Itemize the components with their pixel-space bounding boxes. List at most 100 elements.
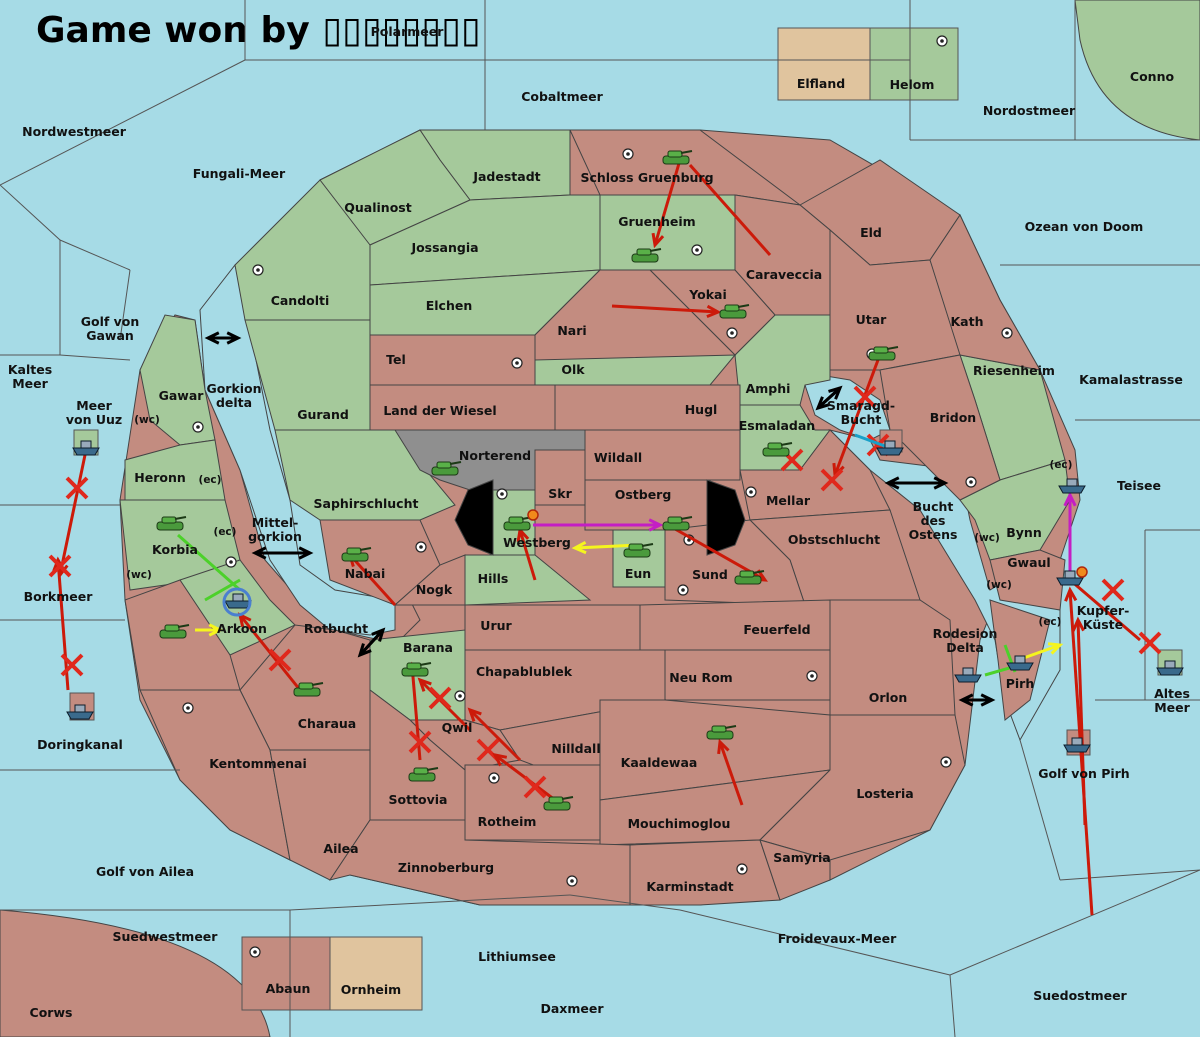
support-line bbox=[177, 533, 241, 592]
label-tel: Tel bbox=[386, 352, 406, 367]
label-riesenheim: Riesenheim bbox=[973, 363, 1055, 378]
label-line: gorkion bbox=[248, 529, 302, 544]
army-unit-icon bbox=[623, 543, 654, 558]
region-east-black bbox=[706, 479, 746, 556]
supply-center-icon bbox=[496, 488, 508, 500]
army-unit-icon bbox=[341, 547, 372, 562]
label-kentommenai: Kentommenai bbox=[209, 756, 307, 771]
label-westberg: Westberg bbox=[503, 535, 571, 550]
label-smaragd: Smaragd-Bucht bbox=[827, 398, 895, 427]
sea-border-30 bbox=[1019, 739, 1061, 881]
label-mittelgorkion: Mittel-gorkion bbox=[248, 515, 302, 544]
label-teisee: Teisee bbox=[1117, 478, 1161, 493]
fleet-unit-icon bbox=[1156, 660, 1184, 676]
label-elchen: Elchen bbox=[426, 298, 473, 313]
army-unit-icon bbox=[762, 442, 793, 457]
failed-order-mark bbox=[60, 653, 84, 677]
region-nogk bbox=[393, 554, 466, 606]
label-golfpirh: Golf von Pirh bbox=[1038, 766, 1129, 781]
army-unit-icon bbox=[293, 682, 324, 697]
label-orlon: Orlon bbox=[869, 690, 908, 705]
label-nabai: Nabai bbox=[345, 566, 386, 581]
fleet-unit-icon bbox=[72, 440, 100, 456]
label-line: Kaltes bbox=[8, 362, 52, 377]
fleet-unit-icon bbox=[1006, 655, 1034, 671]
label-caraveccia: Caraveccia bbox=[746, 267, 822, 282]
sea-border-19 bbox=[569, 894, 681, 911]
label-line: Rodesion bbox=[933, 626, 998, 641]
region-karminstadt bbox=[629, 839, 781, 906]
label-landwiesel: Land der Wiesel bbox=[383, 403, 496, 418]
label-line: Golf von bbox=[81, 314, 140, 329]
supply-center-icon bbox=[745, 486, 757, 498]
label-abaun: Abaun bbox=[266, 981, 311, 996]
failed-order-mark bbox=[523, 775, 547, 799]
army-unit-icon bbox=[662, 516, 693, 531]
game-title-text: Game won by bbox=[36, 10, 310, 51]
sea-border-18 bbox=[289, 894, 571, 911]
label-candolti: Candolti bbox=[271, 293, 330, 308]
label-line: des bbox=[921, 513, 946, 528]
label-pirh: Pirh bbox=[1006, 676, 1035, 691]
label-ec_korbia: (ec) bbox=[214, 526, 237, 538]
label-gurand: Gurand bbox=[297, 407, 349, 422]
region-helom bbox=[869, 27, 959, 101]
supply-center-icon bbox=[566, 875, 578, 887]
label-olk: Olk bbox=[561, 362, 585, 377]
region-corws bbox=[0, 909, 271, 1037]
label-kath: Kath bbox=[951, 314, 984, 329]
label-froidevaux: Froidevaux-Meer bbox=[778, 931, 897, 946]
label-zinnoberburg: Zinnoberburg bbox=[398, 860, 494, 875]
move-arrow bbox=[717, 738, 744, 806]
supply-center-icon bbox=[488, 772, 500, 784]
label-hills: Hills bbox=[478, 571, 509, 586]
supply-center-icon bbox=[965, 476, 977, 488]
dislodged-marker bbox=[222, 587, 252, 617]
label-golfailea: Golf von Ailea bbox=[96, 864, 194, 879]
label-urur: Urur bbox=[480, 618, 512, 633]
supply-center-icon bbox=[677, 584, 689, 596]
label-jossangia: Jossangia bbox=[410, 240, 478, 255]
label-line: Altes bbox=[1154, 686, 1190, 701]
label-jadestadt: Jadestadt bbox=[472, 169, 540, 184]
failed-order-mark bbox=[65, 476, 89, 500]
failed-order-mark bbox=[268, 648, 292, 672]
label-qwil: Qwil bbox=[442, 720, 473, 735]
region-candolti bbox=[234, 179, 371, 321]
army-unit-icon bbox=[719, 304, 750, 319]
label-feuerfeld: Feuerfeld bbox=[743, 622, 810, 637]
supply-center-icon bbox=[1001, 327, 1013, 339]
region-heronn bbox=[124, 439, 226, 501]
army-unit-icon bbox=[503, 516, 534, 531]
label-mouchi: Mouchimoglou bbox=[628, 816, 731, 831]
support-arrow bbox=[195, 623, 224, 637]
label-saphir: Saphirschlucht bbox=[314, 496, 419, 511]
order-arrow bbox=[958, 693, 992, 707]
label-schloss: Schloss Gruenburg bbox=[580, 170, 713, 185]
label-ailea: Ailea bbox=[323, 841, 358, 856]
label-fungali: Fungali-Meer bbox=[193, 166, 286, 181]
army-unit-icon bbox=[868, 346, 899, 361]
fleet-unit-icon bbox=[1056, 570, 1084, 586]
label-amphi: Amphi bbox=[746, 381, 791, 396]
label-conno: Conno bbox=[1130, 69, 1175, 84]
label-mellar: Mellar bbox=[766, 493, 811, 508]
supply-center-icon bbox=[252, 264, 264, 276]
label-korbia: Korbia bbox=[152, 542, 198, 557]
army-unit-icon bbox=[159, 624, 190, 639]
failed-order-mark bbox=[820, 468, 844, 492]
label-line: von Uuz bbox=[66, 412, 122, 427]
sea-border-2 bbox=[245, 0, 486, 61]
move-arrow bbox=[55, 454, 87, 579]
label-ostberg: Ostberg bbox=[615, 487, 672, 502]
support-line bbox=[1069, 578, 1141, 642]
region-ornheim bbox=[329, 936, 423, 1011]
label-line: Bucht bbox=[841, 412, 882, 427]
supply-center-icon bbox=[940, 756, 952, 768]
army-unit-icon bbox=[408, 767, 439, 782]
region-west-black bbox=[454, 479, 494, 556]
